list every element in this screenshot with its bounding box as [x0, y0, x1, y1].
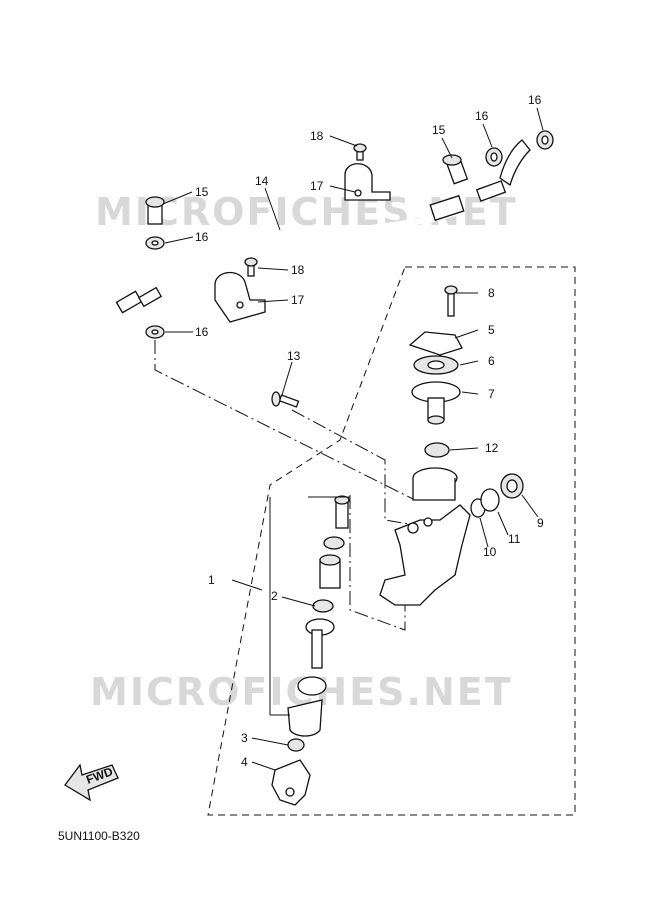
hose-clamp-17-bottom	[214, 271, 266, 323]
callout-16-upper-left: 16	[195, 230, 209, 244]
diagram-reference-code: 5UN1100-B320	[58, 829, 140, 843]
guide-line-internals	[349, 495, 406, 631]
hose-clamp-17-top	[344, 163, 391, 201]
bolt-8	[444, 285, 458, 317]
banjo-bolt-15-left	[145, 196, 165, 225]
guide-line-hose-to-cylinder	[154, 340, 416, 501]
callout-11: 11	[508, 532, 521, 546]
callout-6: 6	[488, 354, 495, 368]
nut-3	[287, 738, 305, 752]
washer-16-c-hole	[490, 152, 498, 162]
screw-18-bottom	[244, 257, 258, 277]
callout-5: 5	[488, 323, 495, 337]
clevis-joint-4	[271, 759, 311, 806]
callout-16-lower-left: 16	[195, 325, 209, 339]
callout-16-mid-right: 16	[475, 109, 489, 123]
callout-13: 13	[287, 349, 301, 363]
guide-line-bolt-13	[291, 409, 416, 526]
forward-arrow: FWD	[64, 763, 119, 802]
seal-9	[500, 473, 524, 499]
callout-18-top: 18	[310, 129, 324, 143]
callout-2: 2	[271, 589, 278, 603]
callout-7: 7	[488, 387, 495, 401]
callout-9: 9	[537, 516, 544, 530]
screw-18-top	[353, 143, 367, 161]
callout-1: 1	[208, 573, 215, 587]
piston-kit-bracket	[269, 496, 350, 716]
callout-17-bottom: 17	[291, 293, 305, 307]
brake-hose	[82, 139, 531, 352]
callout-16-far-right: 16	[528, 93, 542, 107]
washer-16-b-hole	[151, 329, 159, 335]
piston-kit-2	[287, 495, 350, 737]
callout-10: 10	[483, 545, 497, 559]
reservoir-cap-5	[408, 331, 463, 356]
callout-15-right: 15	[432, 123, 446, 137]
callout-14: 14	[255, 174, 269, 188]
callout-18-bottom: 18	[291, 263, 305, 277]
callout-labels: 1 2 3 4 5 6 7 8 9 10 11 12 13 14 15 15 1…	[195, 93, 544, 769]
banjo-bolt-15-right	[442, 154, 469, 185]
callout-17-top: 17	[310, 179, 324, 193]
oring-12	[424, 442, 450, 458]
assembly-boundary	[207, 266, 576, 816]
oring-11	[480, 488, 500, 512]
diaphragm-plate-6	[413, 355, 459, 375]
callout-3: 3	[241, 731, 248, 745]
callout-8: 8	[488, 286, 495, 300]
callout-12: 12	[485, 441, 499, 455]
master-cylinder-body	[379, 467, 471, 606]
callout-15-left: 15	[195, 185, 209, 199]
bolt-13	[271, 391, 300, 408]
washer-16-a-hole	[151, 240, 159, 246]
washer-16-d-hole	[541, 135, 549, 145]
reservoir-diaphragm-7	[411, 381, 461, 425]
leader-lines	[162, 107, 544, 771]
callout-4: 4	[241, 755, 248, 769]
